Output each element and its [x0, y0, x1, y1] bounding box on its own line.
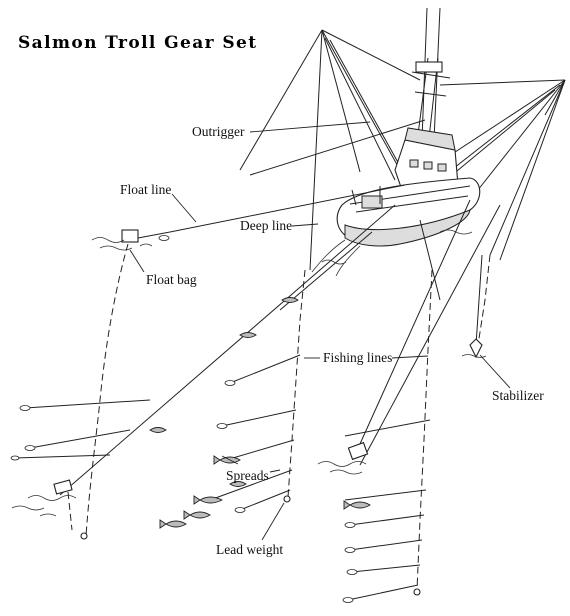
float-line-assembly	[80, 184, 406, 540]
diagram-title: Salmon Troll Gear Set	[18, 33, 257, 53]
label-outrigger: Outrigger	[192, 124, 245, 139]
label-lead-weight: Lead weight	[216, 542, 283, 557]
stabilizer-assembly	[461, 254, 487, 359]
float-bag-shape	[121, 229, 139, 243]
left-spreads	[10, 354, 301, 517]
labels: Outrigger Float line Deep line Float bag…	[120, 121, 544, 557]
rigging-lines	[239, 7, 566, 271]
label-deep-line: Deep line	[240, 218, 292, 233]
right-spreads	[317, 419, 431, 603]
outrigger-poles	[324, 37, 561, 186]
fish-left	[149, 297, 299, 529]
label-stabilizer: Stabilizer	[492, 388, 544, 403]
label-float-bag: Float bag	[146, 272, 197, 287]
label-fishing-lines: Fishing lines	[323, 350, 392, 365]
stabilizer-shape	[469, 338, 483, 359]
label-spreads: Spreads	[226, 468, 269, 483]
label-float-line: Float line	[120, 182, 171, 197]
fishing-lines	[59, 199, 501, 596]
troller-boat	[311, 57, 481, 277]
